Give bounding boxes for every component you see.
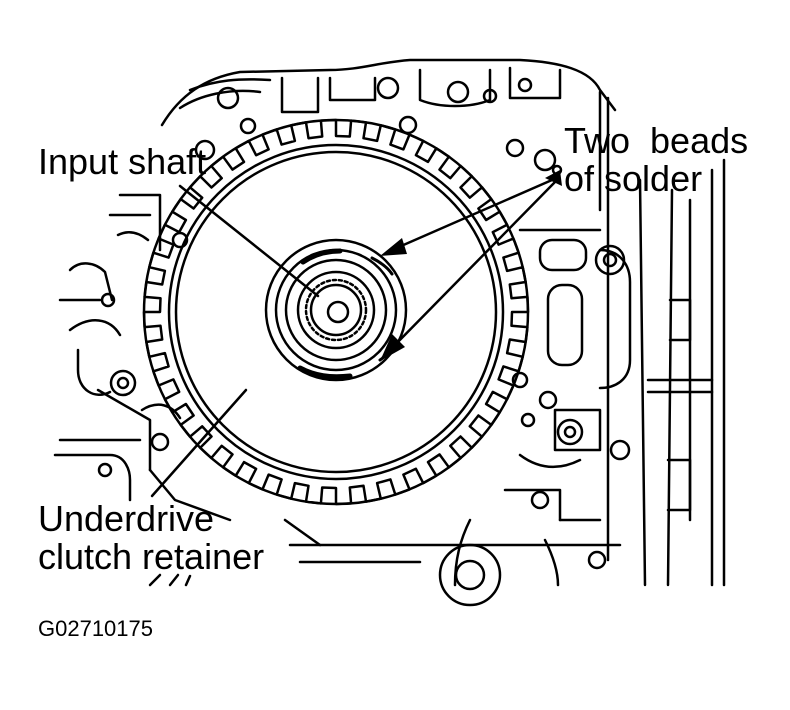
input-shaft-label: Input shaft xyxy=(38,141,207,182)
underdrive-clutch-retainer xyxy=(142,118,530,506)
retainer-label-line2: clutch retainer xyxy=(38,536,265,577)
transmission-housing xyxy=(53,58,726,587)
solder-leader-upper xyxy=(390,178,554,252)
arrowhead-lower xyxy=(380,334,405,361)
figure-code: G02710175 xyxy=(38,616,153,641)
retainer-label-line1: Underdrive xyxy=(38,498,215,539)
retainer-teeth xyxy=(142,118,530,506)
solder-beads-label-line1: Two beads xyxy=(564,120,749,161)
arrowhead-base xyxy=(545,170,562,186)
input-shaft-leader xyxy=(178,184,320,298)
input-shaft-hub xyxy=(264,238,408,382)
solder-leader-lower xyxy=(390,180,557,350)
retainer-leader xyxy=(150,388,248,498)
arrowhead-upper xyxy=(380,238,407,256)
solder-beads-label-line2: of solder xyxy=(564,158,703,199)
leader-lines xyxy=(150,178,557,498)
arrowheads xyxy=(380,170,562,361)
